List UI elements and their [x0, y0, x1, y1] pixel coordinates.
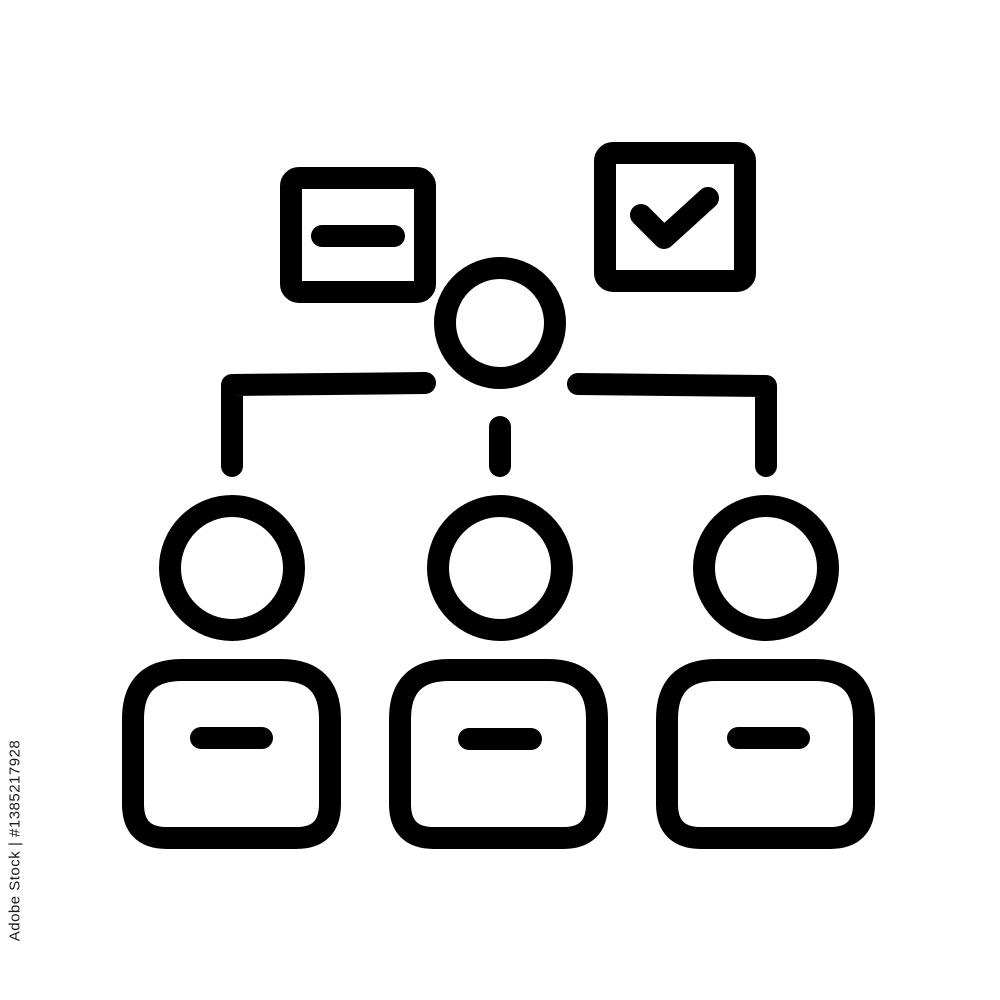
connector-right [567, 373, 777, 477]
pending-box-outline [280, 167, 436, 303]
member-center-head [427, 495, 573, 641]
stock-id-text: Adobe Stock | #1385217928 [6, 739, 24, 941]
connector-left [221, 372, 436, 477]
member-center-body [389, 659, 608, 849]
org-connector-lines [221, 372, 777, 477]
pending-task-icon [280, 167, 436, 303]
member-left-head [159, 495, 305, 641]
team-member-left-icon [122, 495, 341, 849]
member-right-body [656, 659, 875, 849]
completed-task-icon [594, 142, 756, 292]
stock-id-label: Adobe Stock | #1385217928 [4, 739, 26, 941]
member-right-head [693, 495, 839, 641]
member-left-body [122, 659, 341, 849]
team-member-center-icon [389, 495, 608, 849]
checkmark-icon [630, 187, 719, 249]
manager-head-icon [434, 257, 566, 389]
team-member-right-icon [656, 495, 875, 849]
completed-box-outline [594, 142, 756, 292]
